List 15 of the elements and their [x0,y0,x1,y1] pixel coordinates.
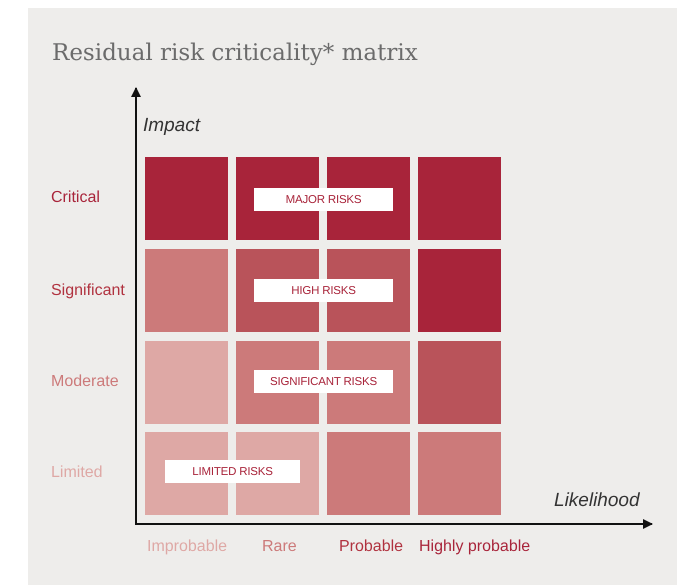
risk-label: MAJOR RISKS [254,188,393,211]
row-label: Moderate [51,373,119,391]
risk-label: HIGH RISKS [254,279,393,302]
column-label: Improbable [147,538,228,556]
risk-label: LIMITED RISKS [165,460,300,483]
axis-title: Likelihood [554,490,640,512]
axis-title: Impact [143,115,200,137]
risk-label: SIGNIFICANT RISKS [254,370,393,393]
column-label: Highly probable [419,538,530,556]
row-label: Significant [51,282,125,300]
row-label: Critical [51,189,100,207]
row-label: Limited [51,464,103,482]
column-label: Rare [262,538,297,556]
column-label: Probable [339,538,404,556]
title: Residual risk criticality* matrix [52,40,418,66]
